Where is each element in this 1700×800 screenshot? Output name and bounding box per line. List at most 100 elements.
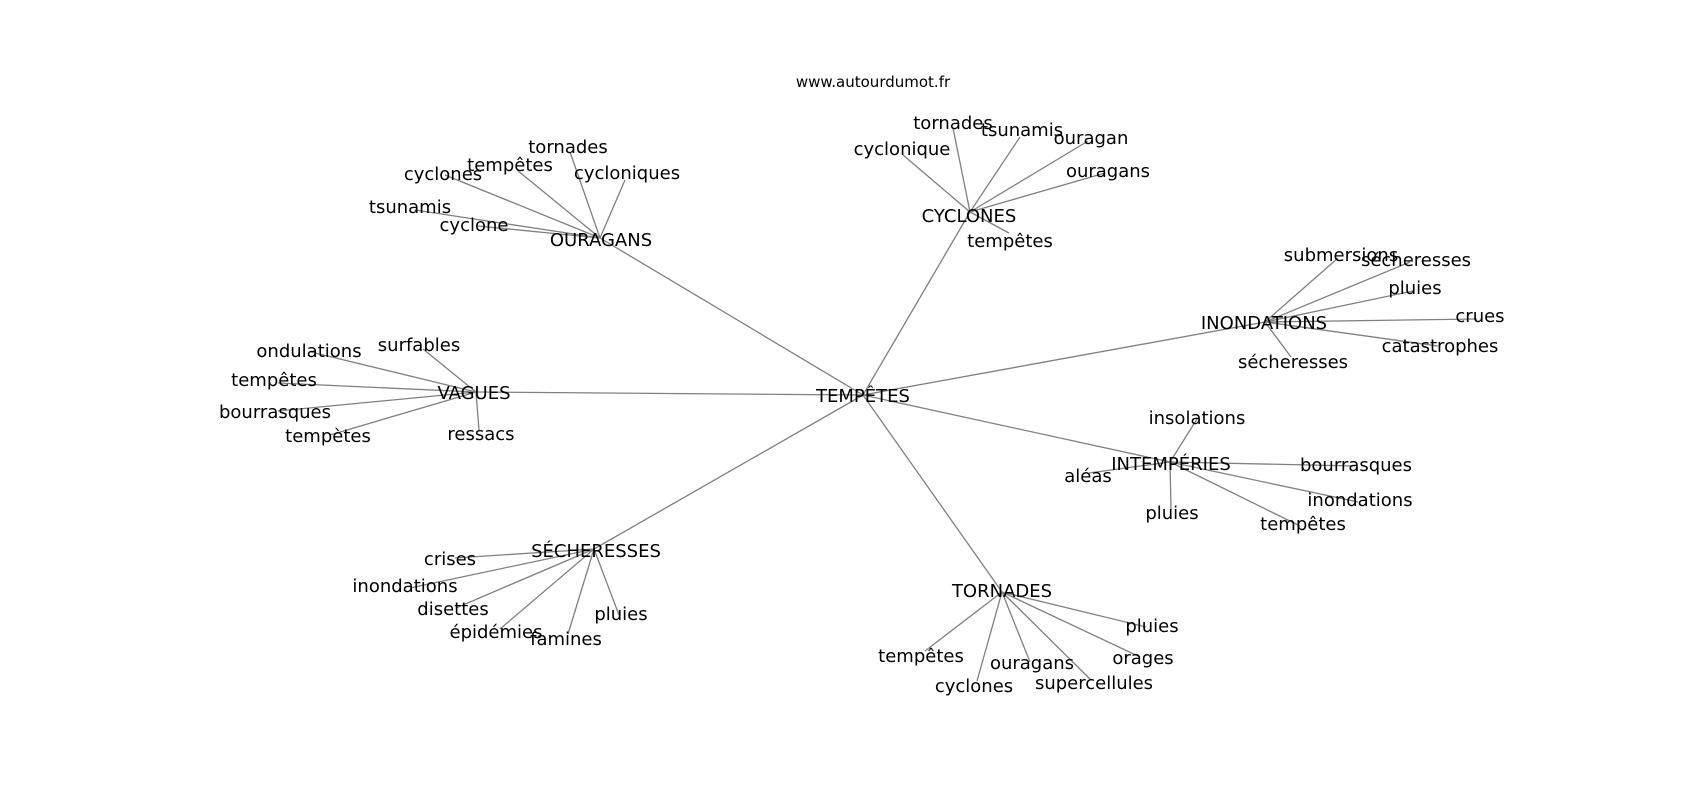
cluster-node-cyclones: CYCLONES: [922, 206, 1017, 227]
leaf-node-vagues-4: tempètes: [285, 426, 371, 447]
leaf-node-ouragans-3: cyclones: [404, 164, 482, 185]
edge-intemperies-0: [1169, 418, 1198, 463]
leaf-node-inondations-5: sécheresses: [1238, 352, 1348, 373]
leaf-node-secheresses-2: disettes: [417, 599, 488, 620]
edge-intemperies-2: [1088, 461, 1171, 474]
edge-tornades-4: [976, 591, 1003, 682]
leaf-node-secheresses-0: crises: [424, 549, 476, 570]
leaf-node-secheresses-3: épidémies: [450, 622, 543, 643]
leaf-node-vagues-1: surfables: [378, 335, 460, 356]
edges-layer: [277, 127, 1478, 682]
leaf-node-cyclones-0: tornades: [913, 113, 992, 134]
edge-vagues-3: [277, 391, 477, 412]
edge-vagues-4: [329, 391, 477, 436]
edge-inondations-4: [1264, 321, 1439, 347]
leaf-node-inondations-2: pluies: [1388, 278, 1441, 299]
leaf-node-tornades-4: cyclones: [935, 676, 1013, 697]
edge-intemperies-5: [1169, 461, 1301, 527]
edge-inondations-5: [1264, 321, 1292, 358]
edge-secheresses-3: [499, 548, 595, 630]
leaf-node-intemperies-2: aléas: [1064, 466, 1112, 487]
edge-root-inondations: [862, 321, 1266, 396]
leaf-node-secheresses-5: famines: [530, 629, 602, 650]
edge-intemperies-4: [1169, 461, 1172, 510]
edge-ouragans-2: [599, 179, 626, 239]
edge-vagues-1: [422, 348, 477, 393]
cluster-node-inondations: INONDATIONS: [1201, 313, 1327, 334]
leaf-node-tornades-5: supercellules: [1035, 673, 1153, 694]
edge-cyclones-4: [969, 172, 1106, 213]
edge-tornades-1: [924, 591, 1003, 652]
leaf-node-ouragans-5: cyclone: [440, 215, 509, 236]
edge-intemperies-1: [1169, 461, 1356, 467]
leaf-node-vagues-5: ressacs: [447, 424, 514, 445]
edge-tornades-5: [1001, 591, 1092, 681]
edge-secheresses-4: [593, 548, 620, 616]
edge-root-intemperies: [862, 394, 1171, 463]
leaf-node-tornades-1: tempêtes: [878, 646, 964, 667]
edge-vagues-2: [277, 382, 477, 393]
edge-vagues-0: [310, 351, 477, 393]
leaf-node-inondations-4: catastrophes: [1382, 336, 1499, 357]
cluster-node-ouragans: OURAGANS: [550, 230, 652, 251]
edge-secheresses-2: [455, 548, 595, 609]
edge-ouragans-0: [569, 151, 601, 239]
leaf-node-vagues-0: ondulations: [256, 341, 361, 362]
cluster-node-tornades: TORNADES: [951, 581, 1052, 602]
edge-tornades-0: [1001, 591, 1147, 628]
leaf-node-cyclones-3: cyclonique: [854, 139, 951, 160]
edge-ouragans-5: [477, 225, 601, 239]
leaf-node-vagues-2: tempêtes: [231, 370, 317, 391]
leaf-node-secheresses-1: inondations: [352, 576, 457, 597]
leaf-node-inondations-0: submersions: [1284, 245, 1398, 266]
cluster-node-intemperies: INTEMPÉRIES: [1111, 453, 1231, 475]
edge-root-cyclones: [862, 211, 971, 396]
leaf-node-ouragans-2: cycloniques: [574, 163, 680, 184]
edge-secheresses-5: [567, 548, 595, 635]
edge-cyclones-0: [952, 127, 971, 213]
edge-secheresses-0: [454, 548, 595, 559]
leaf-node-intemperies-5: tempêtes: [1260, 514, 1346, 535]
leaf-node-intemperies-4: pluies: [1145, 503, 1198, 524]
edge-inondations-1: [1264, 261, 1411, 323]
edge-ouragans-1: [516, 169, 601, 239]
leaf-node-ouragans-1: tempêtes: [467, 155, 553, 176]
edge-ouragans-3: [444, 174, 601, 239]
cluster-node-secheresses: SÉCHERESSES: [531, 540, 661, 562]
leaf-node-intemperies-0: insolations: [1149, 408, 1246, 429]
leaf-node-inondations-3: crues: [1455, 306, 1504, 327]
leaf-node-cyclones-5: tempêtes: [967, 231, 1053, 252]
edge-cyclones-5: [969, 211, 1010, 234]
leaf-node-tornades-2: ouragans: [990, 653, 1074, 674]
edge-intemperies-3: [1169, 461, 1359, 503]
edge-vagues-5: [475, 391, 480, 431]
edge-root-vagues: [475, 391, 864, 396]
leaf-node-cyclones-4: ouragans: [1066, 161, 1150, 182]
edge-cyclones-1: [969, 136, 1021, 213]
edge-root-secheresses: [593, 394, 864, 550]
edge-ouragans-4: [414, 209, 601, 239]
edge-tornades-2: [1001, 591, 1031, 663]
cluster-node-vagues: VAGUES: [437, 383, 510, 404]
leaf-node-tornades-3: orages: [1112, 648, 1173, 669]
edge-cyclones-2: [969, 140, 1089, 213]
leaf-node-secheresses-4: pluies: [594, 604, 647, 625]
edge-inondations-0: [1264, 257, 1339, 323]
leaf-node-tornades-0: pluies: [1125, 616, 1178, 637]
edge-root-ouragans: [599, 237, 864, 396]
edge-root-tornades: [862, 394, 1003, 593]
edge-inondations-2: [1264, 290, 1414, 323]
source-label: www.autourdumot.fr: [796, 73, 951, 91]
leaf-node-vagues-3: bourrasques: [219, 402, 331, 423]
leaf-node-cyclones-1: tsunamis: [981, 120, 1063, 141]
center-node: TEMPÊTES: [815, 385, 910, 407]
leaf-node-intemperies-3: inondations: [1307, 490, 1412, 511]
leaf-node-intemperies-1: bourrasques: [1300, 455, 1412, 476]
edge-secheresses-1: [409, 548, 595, 589]
edge-tornades-3: [1001, 591, 1141, 658]
leaf-node-ouragans-0: tornades: [528, 137, 607, 158]
leaf-node-ouragans-4: tsunamis: [369, 197, 451, 218]
edge-inondations-3: [1264, 318, 1478, 323]
